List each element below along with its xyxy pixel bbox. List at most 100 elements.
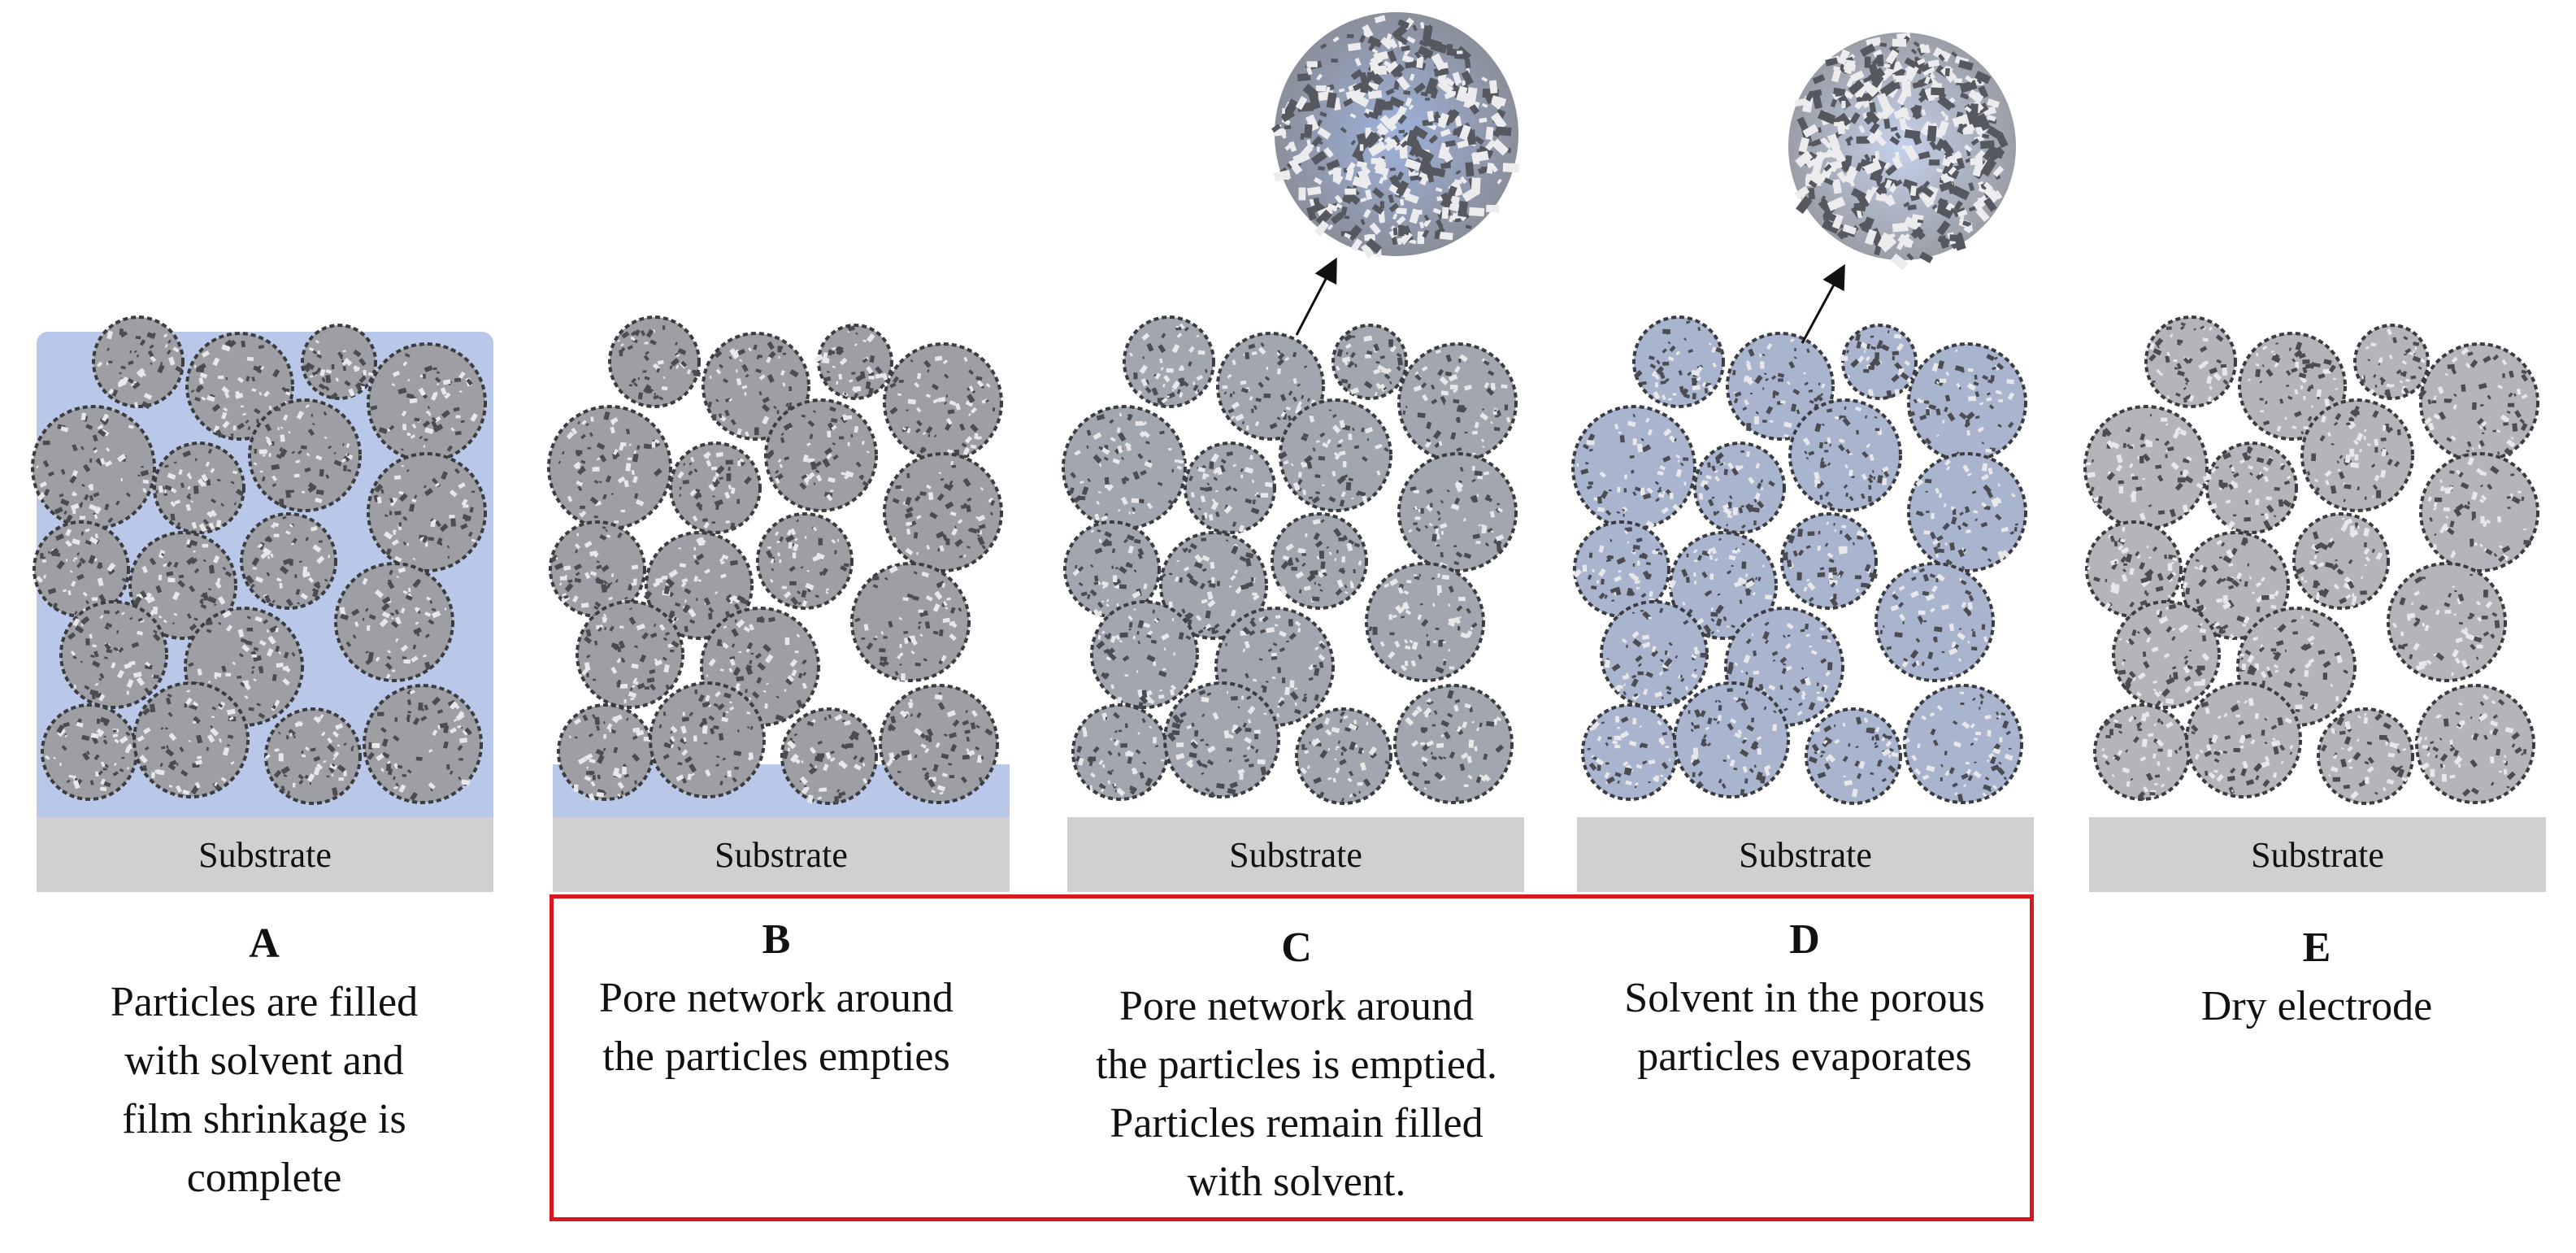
- particle: [649, 681, 766, 798]
- panel-letter: B: [762, 916, 791, 963]
- particle: [883, 342, 1003, 463]
- substrate: Substrate: [37, 817, 493, 892]
- particle: [547, 405, 672, 530]
- panel-letter: C: [1281, 925, 1312, 971]
- particle: [2238, 332, 2347, 441]
- particle: [1184, 442, 1276, 534]
- zoom-arrow: [1295, 257, 1337, 336]
- caption-d: D Solvent in the porous particles evapor…: [1544, 911, 2065, 1086]
- particle: [92, 315, 185, 410]
- particle: [1571, 405, 1696, 530]
- particle: [1159, 531, 1268, 640]
- particle: [334, 562, 454, 682]
- caption-b: B Pore network around the particles empt…: [532, 911, 1020, 1086]
- particle: [2417, 342, 2539, 463]
- particle: [883, 452, 1003, 572]
- particle: [367, 342, 487, 463]
- particle: [1788, 398, 1902, 512]
- particle: [669, 442, 762, 534]
- particle: [2112, 600, 2221, 710]
- substrate: Substrate: [2089, 817, 2546, 892]
- particle: [1600, 600, 1709, 709]
- particle: [2185, 681, 2302, 798]
- caption-line: particles evaporates: [1637, 1033, 1972, 1080]
- zoom-inset-d: [1788, 32, 2016, 344]
- caption-line: complete: [186, 1155, 342, 1201]
- particle-cluster: [547, 315, 1003, 805]
- particle: [643, 531, 754, 640]
- particle: [756, 512, 854, 610]
- particle: [301, 324, 377, 400]
- caption-line: Solvent in the porous: [1624, 975, 1985, 1021]
- caption-line: Particles are filled: [110, 979, 419, 1025]
- particle: [557, 703, 654, 802]
- caption-line: Pore network around: [1119, 983, 1475, 1029]
- particle: [1805, 707, 1902, 805]
- particle: [1902, 684, 2023, 804]
- particle: [2093, 703, 2191, 801]
- particle: [132, 681, 250, 798]
- particle-cluster: [2083, 315, 2539, 805]
- panel-letter: A: [249, 920, 280, 967]
- particle: [764, 398, 878, 512]
- caption-c: C Pore network around the particles is e…: [1032, 919, 1561, 1212]
- caption-line: Particles remain filled: [1110, 1100, 1483, 1146]
- particle: [264, 707, 362, 805]
- particle: [2317, 707, 2414, 805]
- particle: [1581, 703, 1679, 801]
- particle: [850, 562, 971, 682]
- particle-cluster: [1062, 315, 1518, 805]
- particle: [1278, 398, 1392, 512]
- zoom-inset-c: [1271, 12, 1520, 336]
- particle: [1123, 315, 1215, 408]
- panel-letter: D: [1789, 916, 1820, 963]
- caption-line: film shrinkage is: [122, 1096, 406, 1142]
- particle: [1295, 707, 1392, 805]
- particle: [1331, 324, 1408, 400]
- caption-line: with solvent and: [124, 1038, 404, 1084]
- particle: [2292, 512, 2390, 610]
- particle: [1907, 452, 2027, 572]
- particle: [1693, 442, 1786, 534]
- particle: [185, 332, 294, 441]
- particle: [1063, 520, 1161, 618]
- particle: [1907, 342, 2027, 463]
- particle: [780, 707, 878, 805]
- caption-line: the particles is emptied.: [1096, 1042, 1497, 1088]
- particle-cluster: [1571, 315, 2027, 805]
- particle: [1726, 332, 1835, 441]
- particle: [1780, 512, 1878, 610]
- particle: [2419, 452, 2539, 572]
- caption-line: the particles empties: [602, 1033, 950, 1080]
- particle: [240, 512, 337, 610]
- particle: [2083, 405, 2209, 530]
- particle: [248, 398, 362, 512]
- particle: [1163, 681, 1280, 798]
- particle: [367, 452, 487, 572]
- particle: [1632, 315, 1725, 408]
- particle: [879, 684, 999, 804]
- substrate: Substrate: [553, 817, 1010, 892]
- particle: [2387, 562, 2507, 682]
- particle: [41, 703, 138, 801]
- particle: [576, 600, 684, 709]
- particle: [1216, 332, 1325, 441]
- substrate: Substrate: [1577, 817, 2034, 892]
- particle: [363, 684, 483, 804]
- particle: [608, 315, 702, 408]
- particle: [2353, 324, 2430, 400]
- particle: [1840, 324, 1918, 400]
- particle: [1397, 342, 1518, 463]
- particle: [1271, 512, 1368, 610]
- particle: [2202, 442, 2298, 534]
- particle: [1393, 684, 1514, 804]
- particle: [1397, 452, 1518, 572]
- caption-line: Pore network around: [598, 975, 954, 1021]
- zoom-arrow: [1801, 263, 1845, 344]
- particle: [1090, 600, 1199, 710]
- caption-line: with solvent.: [1187, 1159, 1406, 1205]
- particle: [814, 324, 893, 400]
- caption-e: E Dry electrode: [2081, 919, 2552, 1036]
- particle: [549, 520, 646, 618]
- particle-cluster: [31, 315, 487, 805]
